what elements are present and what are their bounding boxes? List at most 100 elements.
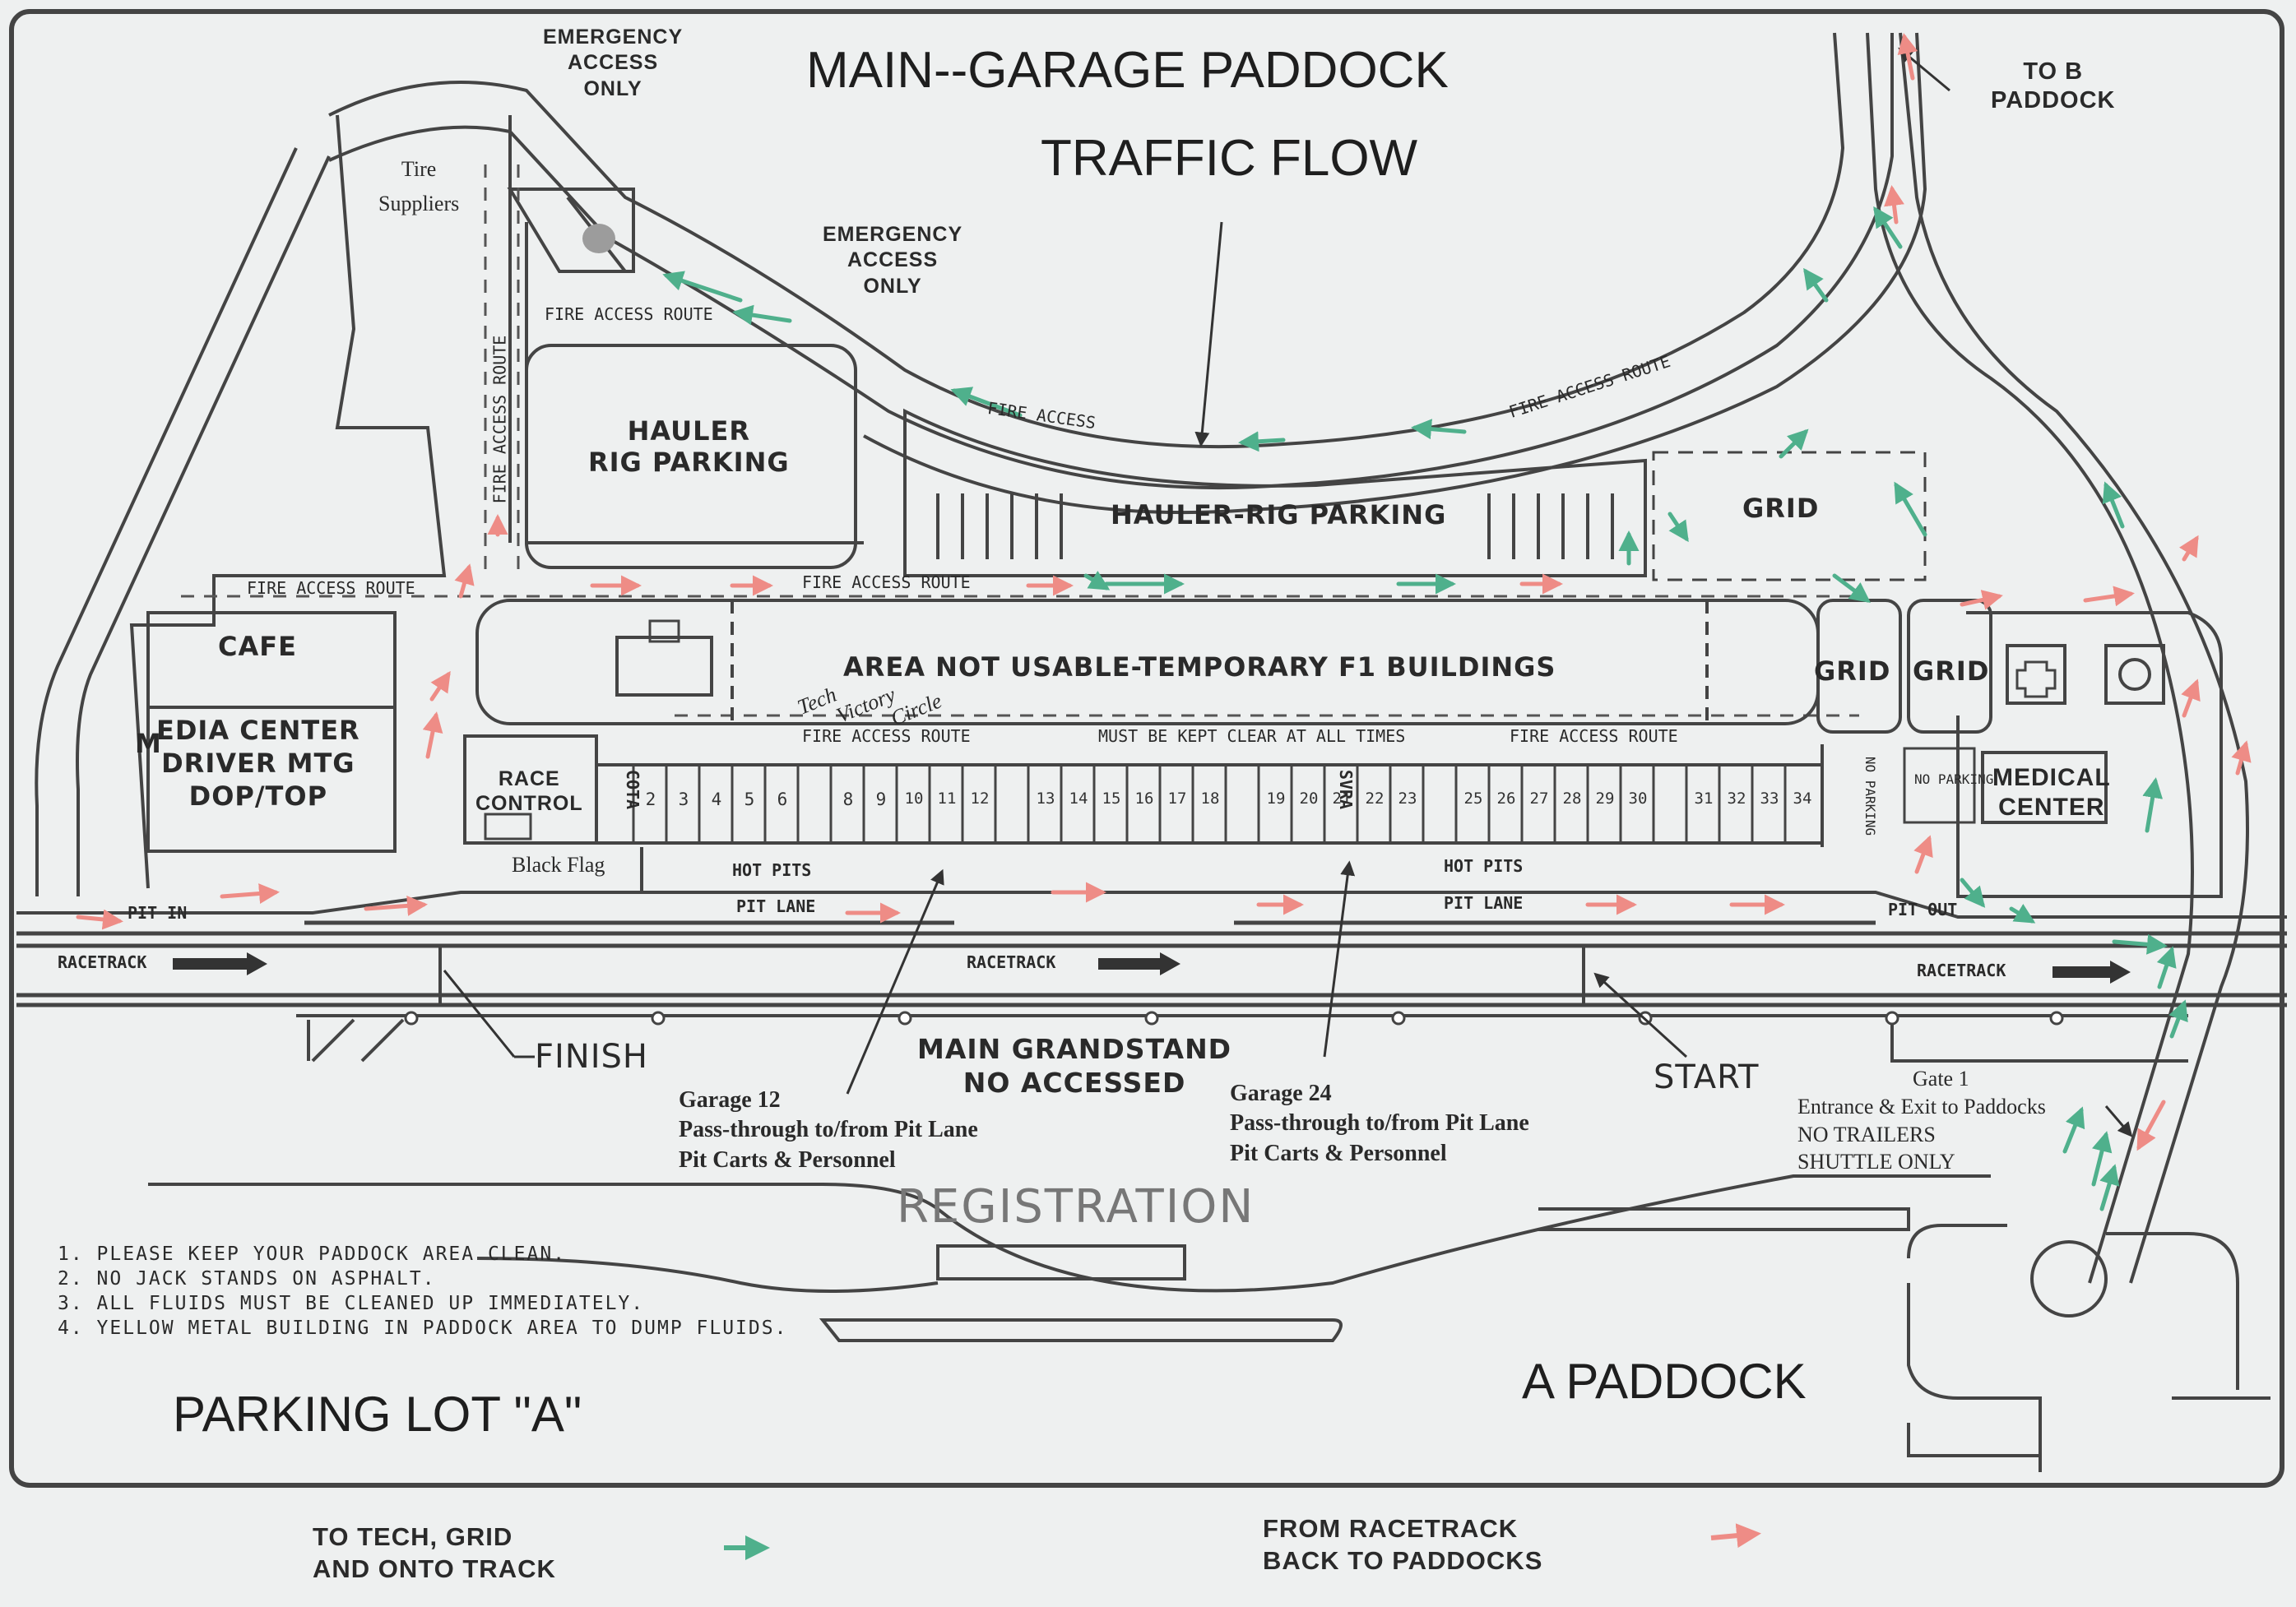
rule-item: 4. YELLOW METAL BUILDING IN PADDOCK AREA… xyxy=(58,1318,788,1339)
start-label: START xyxy=(1654,1058,1760,1096)
left-outer-road xyxy=(35,147,331,896)
garage-number: 5 xyxy=(744,790,755,809)
garage-number: 14 xyxy=(1069,790,1088,808)
black-flag-box xyxy=(484,813,532,841)
garage-number: 32 xyxy=(1727,790,1746,808)
from-track-arrow-icon xyxy=(1884,185,1904,225)
hauler-rig-parking-center-label: HAULER-RIG PARKING xyxy=(1111,499,1447,530)
hot-pits-right: HOT PITS xyxy=(1444,856,1524,876)
racetrack-label-mid: RACETRACK xyxy=(967,952,1056,972)
garage-number: 16 xyxy=(1134,790,1154,808)
fire-access-route-top: FIRE ACCESS ROUTE xyxy=(545,304,713,324)
pit-in-label: PIT IN xyxy=(128,903,188,923)
grid-area-b xyxy=(1907,599,1992,734)
fire-access-route-lower: FIRE ACCESS ROUTE xyxy=(802,726,971,746)
garage-number: 11 xyxy=(937,790,957,808)
hot-pits-left: HOT PITS xyxy=(732,860,812,880)
garage-number: 20 xyxy=(1299,790,1319,808)
small-building-top xyxy=(648,619,680,643)
pit-lane-right: PIT LANE xyxy=(1444,893,1524,913)
to-track-arrow-icon xyxy=(950,387,1023,418)
to-track-arrow-icon xyxy=(2062,1106,2085,1154)
cafe-building xyxy=(146,611,397,853)
garage-number: 22 xyxy=(1365,790,1385,808)
rule-item: 3. ALL FLUIDS MUST BE CLEANED UP IMMEDIA… xyxy=(58,1293,645,1314)
roundabout xyxy=(1907,1224,2270,1472)
parking-lot-a-label: PARKING LOT "A" xyxy=(173,1387,582,1442)
pit-lane-walls xyxy=(16,920,2287,936)
to-track-arrow-icon xyxy=(1411,419,1467,440)
garage-number: 33 xyxy=(1760,790,1779,808)
must-be-kept-clear-label: MUST BE KEPT CLEAR AT ALL TIMES xyxy=(1098,726,1406,746)
to-track-arrow-icon xyxy=(1779,428,1809,459)
fire-access-dashes xyxy=(181,164,1859,717)
no-parking-vertical: NO PARKING xyxy=(1862,756,1879,836)
to-track-arrow-icon xyxy=(2102,481,2125,529)
small-building xyxy=(615,636,713,697)
medical-icon-2 xyxy=(2104,644,2165,705)
to-track-arrow-icon xyxy=(1832,573,1871,603)
from-track-arrow-icon xyxy=(220,883,280,904)
registration-building xyxy=(936,1244,1186,1281)
garage-number: 13 xyxy=(1036,790,1055,808)
fire-access-vertical: FIRE ACCESS ROUTE xyxy=(489,335,510,504)
rule-item: 2. NO JACK STANDS ON ASPHALT. xyxy=(58,1268,436,1290)
to-track-arrow-icon xyxy=(662,271,743,303)
from-track-arrow-icon xyxy=(1960,590,2003,610)
area-not-usable-label: AREA NOT USABLE-TEMPORARY F1 BUILDINGS xyxy=(843,651,1556,683)
garage-number: 3 xyxy=(678,790,689,809)
registration-road xyxy=(148,1174,1991,1342)
medical-compound xyxy=(1956,611,2223,898)
grid-top-label: GRID xyxy=(1742,493,1820,524)
from-track-arrow-icon xyxy=(76,909,123,930)
map-border xyxy=(9,9,2284,1488)
from-track-arrow-icon xyxy=(2136,1100,2166,1151)
map-title: MAIN--GARAGE PADDOCK xyxy=(806,42,1449,99)
registration-label: REGISTRATION xyxy=(897,1180,1255,1234)
pit-lane-left: PIT LANE xyxy=(736,896,816,916)
fire-access-route-mid: FIRE ACCESS ROUTE xyxy=(802,572,971,592)
parking-stalls xyxy=(936,493,1614,559)
garage-number: 2 xyxy=(645,790,656,809)
to-track-arrow-icon xyxy=(1960,878,1986,908)
to-track-arrow-icon xyxy=(2112,933,2168,955)
right-side-road xyxy=(1866,32,2249,1284)
garage-number: 25 xyxy=(1463,790,1483,808)
medical-icon-1 xyxy=(2006,644,2066,705)
garage-number: 4 xyxy=(711,790,722,809)
pit-out-label: PIT OUT xyxy=(1888,900,1958,919)
flow-arrows xyxy=(76,33,2252,1211)
racetrack-label-left: RACETRACK xyxy=(58,952,147,972)
to-track-arrow-icon xyxy=(2091,1131,2113,1187)
garage-number: 15 xyxy=(1102,790,1121,808)
from-track-arrow-icon xyxy=(2178,535,2199,562)
to-track-arrow-icon xyxy=(2142,777,2164,833)
to-track-arrow-icon xyxy=(2009,903,2036,924)
from-track-arrow-icon xyxy=(2181,678,2201,718)
from-track-arrow-icon xyxy=(454,563,475,599)
rule-item: 1. PLEASE KEEP YOUR PADDOCK AREA CLEAN. xyxy=(58,1243,567,1265)
garage-number: 30 xyxy=(1628,790,1648,808)
to-track-arrow-icon xyxy=(2156,946,2177,989)
hauler-rig-parking-left-block xyxy=(525,344,857,569)
from-track-arrow-icon xyxy=(364,895,428,916)
no-parking-label: NO PARKING xyxy=(1914,771,1994,787)
to-track-arrow-icon xyxy=(1667,512,1689,543)
black-flag-label: Black Flag xyxy=(512,853,605,877)
finish-label: FINISH xyxy=(535,1038,648,1076)
to-track-arrow-icon xyxy=(1803,267,1829,303)
from-track-arrow-icon xyxy=(429,670,451,702)
garage-number: 29 xyxy=(1595,790,1615,808)
garage-number: 26 xyxy=(1496,790,1516,808)
garage-number: 10 xyxy=(904,790,924,808)
garage-number: 34 xyxy=(1793,790,1812,808)
hauler-rig-parking-center-block xyxy=(903,408,1647,577)
to-track-arrow-icon xyxy=(1238,431,1286,452)
grid-top-area xyxy=(1652,451,1927,581)
